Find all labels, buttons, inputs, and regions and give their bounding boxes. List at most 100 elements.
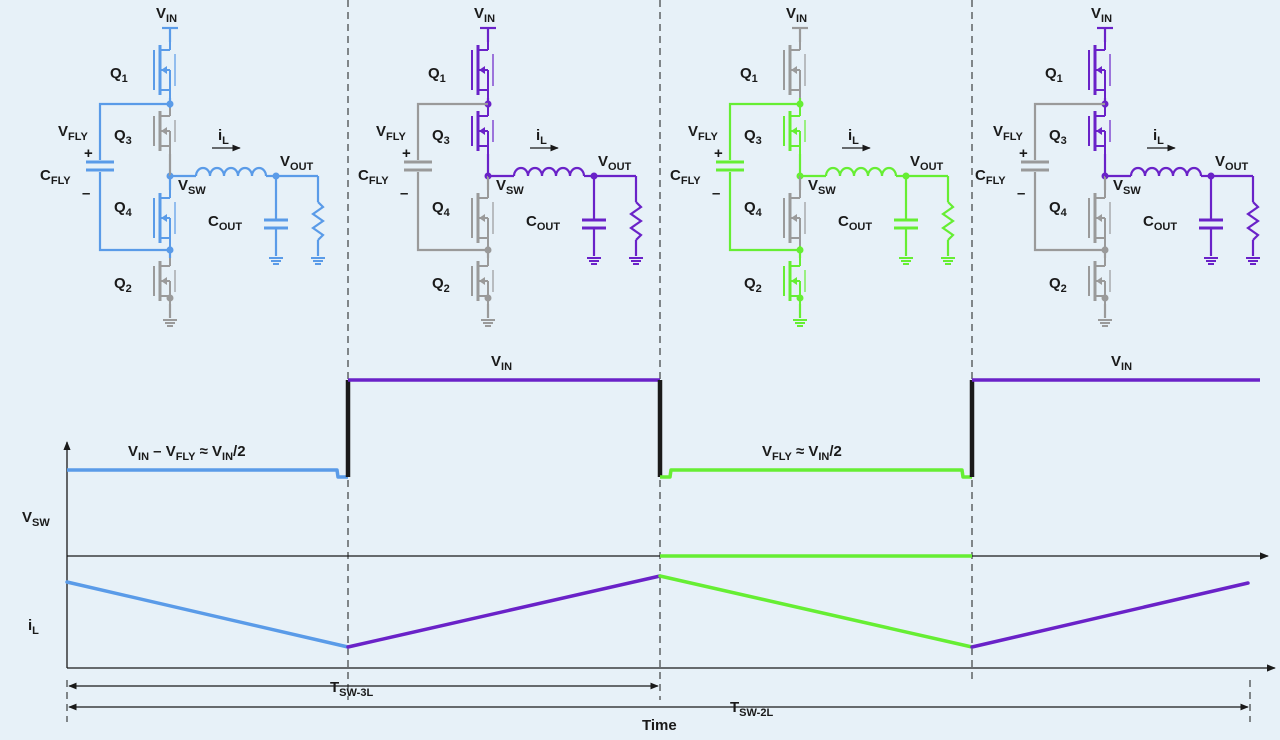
- q2-label: Q2: [1049, 275, 1067, 295]
- load-resistor: [1246, 201, 1260, 241]
- il-label: iL: [848, 127, 859, 147]
- cout-label: COUT: [838, 213, 872, 233]
- vsw-label: VSW: [1113, 177, 1141, 197]
- cfly-label: CFLY: [670, 167, 701, 187]
- q2-ground: [163, 319, 177, 327]
- cout-label: COUT: [526, 213, 560, 233]
- vout-label: VOUT: [1215, 153, 1249, 173]
- cfly-plus-sign: +: [84, 145, 93, 162]
- q2-ground: [1098, 319, 1112, 327]
- q1-label: Q1: [740, 65, 758, 85]
- q1-label: Q1: [1045, 65, 1063, 85]
- q1-mosfet: [783, 42, 806, 98]
- vin-label: VIN: [474, 5, 495, 25]
- load-ground: [941, 257, 955, 265]
- phase-boundaries: [66, 0, 1251, 722]
- q4-mosfet: [153, 190, 176, 246]
- vsw-segment-phase1: [67, 468, 348, 479]
- cfly-label: CFLY: [975, 167, 1006, 187]
- vfly-label: VFLY: [58, 123, 88, 143]
- q2-label: Q2: [114, 275, 132, 295]
- il-segment-phase1: [65, 580, 350, 649]
- vout-label: VOUT: [280, 153, 314, 173]
- load-resistor: [941, 201, 955, 241]
- vin-label: VIN: [156, 5, 177, 25]
- level-half-vin-label-1: VIN – VFLY ≈ VIN/2: [128, 443, 246, 463]
- inductor: [1129, 166, 1203, 177]
- load-ground: [629, 257, 643, 265]
- cfly-minus-sign: –: [1017, 185, 1025, 202]
- il-segment-phase4: [970, 581, 1250, 649]
- tsw3l-label: TSW-3L: [330, 679, 373, 699]
- q4-mosfet: [471, 190, 494, 246]
- load-resistor: [311, 201, 325, 241]
- vfly-label: VFLY: [993, 123, 1023, 143]
- load-resistor: [629, 201, 643, 241]
- q1-label: Q1: [428, 65, 446, 85]
- vsw-label: VSW: [178, 177, 206, 197]
- cfly-plus-sign: +: [402, 145, 411, 162]
- q2-mosfet: [1088, 258, 1111, 304]
- il-segment-phase3: [658, 574, 974, 649]
- vout-label: VOUT: [598, 153, 632, 173]
- il-label: iL: [536, 127, 547, 147]
- cout-label: COUT: [1143, 213, 1177, 233]
- q4-label: Q4: [114, 199, 133, 219]
- q1-mosfet: [153, 42, 176, 98]
- q2-ground: [793, 319, 807, 327]
- il-label: iL: [1153, 127, 1164, 147]
- vsw-waveform: [67, 378, 1260, 558]
- il-axis-label: iL: [28, 617, 39, 637]
- q2-label: Q2: [432, 275, 450, 295]
- q3-label: Q3: [114, 127, 132, 147]
- inductor: [194, 166, 268, 177]
- q3-label: Q3: [432, 127, 450, 147]
- q4-label: Q4: [744, 199, 763, 219]
- q4-label: Q4: [1049, 199, 1068, 219]
- cout-ground: [1204, 257, 1218, 265]
- q3-mosfet: [153, 108, 176, 154]
- vsw-label: VSW: [808, 177, 836, 197]
- vout-label: VOUT: [910, 153, 944, 173]
- tsw2l-label: TSW-2L: [730, 699, 773, 719]
- q3-mosfet: [1088, 108, 1111, 154]
- vsw-axis-label: VSW: [22, 509, 50, 529]
- q4-mosfet: [1088, 190, 1111, 246]
- cfly-label: CFLY: [358, 167, 389, 187]
- cout-ground: [899, 257, 913, 265]
- cout-label: COUT: [208, 213, 242, 233]
- cout-ground: [587, 257, 601, 265]
- q3-mosfet: [783, 108, 806, 154]
- q2-label: Q2: [744, 275, 762, 295]
- q2-ground: [481, 319, 495, 327]
- q3-mosfet: [471, 108, 494, 154]
- level-vin-label: VIN: [491, 353, 512, 373]
- vsw-segment-phase3: [660, 468, 972, 479]
- level-half-vin-label-2: VFLY ≈ VIN/2: [762, 443, 842, 463]
- vfly-label: VFLY: [688, 123, 718, 143]
- q1-mosfet: [1088, 42, 1111, 98]
- time-axis-label: Time: [642, 717, 677, 734]
- vin-label: VIN: [1091, 5, 1112, 25]
- q3-label: Q3: [744, 127, 762, 147]
- il-waveform: [65, 574, 1250, 649]
- il-segment-phase2: [346, 574, 662, 649]
- q3-label: Q3: [1049, 127, 1067, 147]
- waveform-labels: VIN VIN VIN – VFLY ≈ VIN/2 VFLY ≈ VIN/2 …: [22, 353, 1132, 734]
- cfly-minus-sign: –: [400, 185, 408, 202]
- q4-label: Q4: [432, 199, 451, 219]
- cfly-label: CFLY: [40, 167, 71, 187]
- circuit-schematics: VINQ1Q3VSWQ4Q2VFLYCFLY+–iLVOUTCOUTVINQ1Q…: [40, 5, 1260, 327]
- cfly-plus-sign: +: [714, 145, 723, 162]
- vsw-label: VSW: [496, 177, 524, 197]
- cfly-minus-sign: –: [82, 185, 90, 202]
- il-label: iL: [218, 127, 229, 147]
- q1-mosfet: [471, 42, 494, 98]
- vin-label: VIN: [786, 5, 807, 25]
- load-ground: [311, 257, 325, 265]
- q1-label: Q1: [110, 65, 128, 85]
